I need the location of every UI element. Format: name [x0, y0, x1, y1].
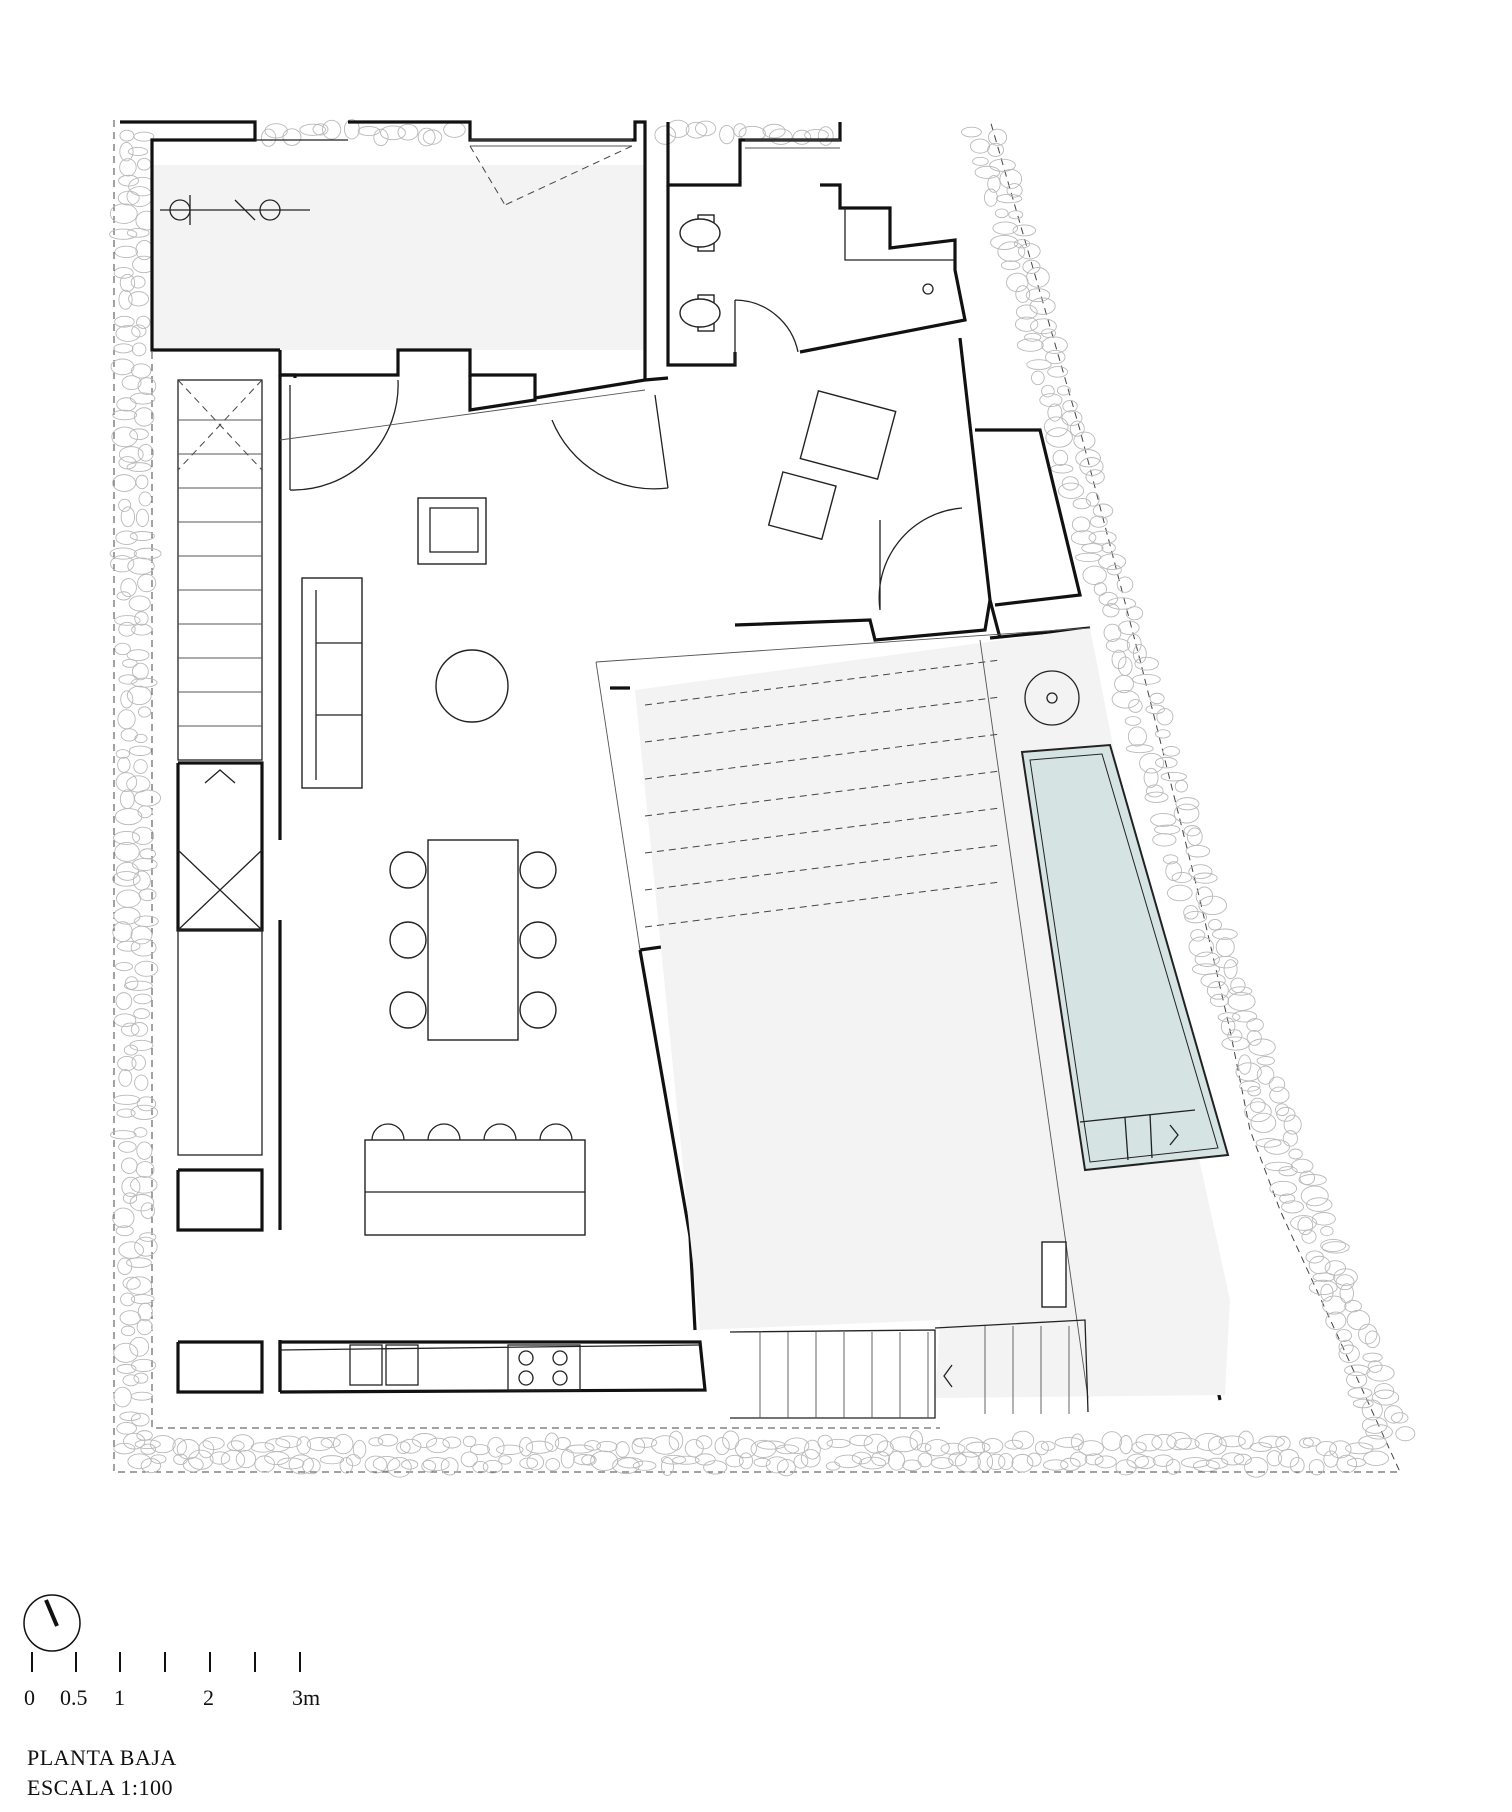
- bench: [1041, 1241, 1067, 1308]
- patio-steps: [729, 1319, 1089, 1419]
- chair-icon: [519, 991, 557, 1029]
- coffee-table: [435, 649, 509, 723]
- stove-icon: [507, 1344, 581, 1391]
- swimming-pool: [1020, 743, 1230, 1172]
- chair-icon: [389, 851, 427, 889]
- kitchen-counter: [279, 1344, 701, 1391]
- chair-icon: [389, 991, 427, 1029]
- drawing-title: PLANTA BAJA: [27, 1745, 177, 1770]
- scale-label-2: 2: [203, 1685, 214, 1710]
- sofa-icon: [301, 577, 363, 789]
- north-arrow-icon: [23, 1594, 81, 1652]
- scale-label-1: 1: [114, 1685, 125, 1710]
- sink-icon: [349, 1344, 419, 1386]
- garage: [120, 120, 647, 380]
- kitchen-island: [364, 1123, 586, 1236]
- scale-label-0: 0: [24, 1685, 35, 1710]
- stool-icon: [483, 1123, 517, 1141]
- shower-drain-icon: [922, 283, 934, 295]
- chair-icon: [519, 921, 557, 959]
- toilet-icon: [679, 294, 721, 332]
- toilet-icon: [679, 214, 721, 252]
- armchair-icon: [417, 497, 487, 565]
- patio: [595, 627, 1230, 1419]
- scale-label-3m: 3m: [292, 1685, 321, 1710]
- staircase: [177, 379, 263, 1156]
- shower-icon: [1024, 670, 1080, 726]
- dining-table: [389, 839, 557, 1041]
- lounge-chair-icon: [767, 389, 897, 541]
- stool-icon: [539, 1123, 573, 1141]
- bicycle-icon: [160, 195, 310, 225]
- scale-bar: [31, 1652, 301, 1672]
- living-furniture: [279, 379, 963, 1391]
- chair-icon: [389, 921, 427, 959]
- stool-icon: [427, 1123, 461, 1141]
- drawing-scale: ESCALA 1:100: [27, 1775, 173, 1800]
- scale-label-half: 0.5: [60, 1685, 88, 1710]
- stone-perimeter-wall: [109, 119, 1416, 1478]
- chair-icon: [519, 851, 557, 889]
- bathroom: [666, 122, 967, 367]
- stool-icon: [371, 1123, 405, 1141]
